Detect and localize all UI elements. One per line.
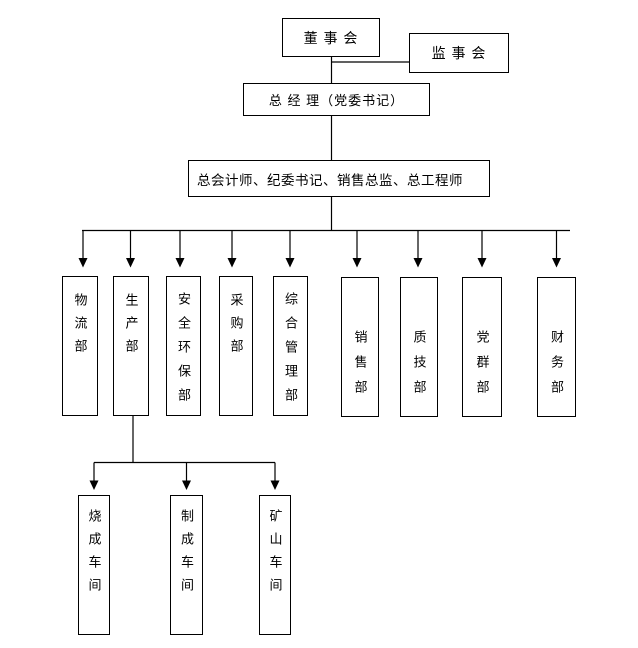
dept-label: 财务部	[549, 330, 564, 405]
dept-label: 生产部	[123, 293, 139, 362]
arrow-head	[477, 258, 487, 268]
arrow-head	[227, 258, 237, 268]
workshop-sintering: 烧成车间	[78, 495, 110, 635]
arrow-head	[182, 480, 191, 490]
workshop-label: 烧成车间	[86, 509, 102, 601]
workshop-label: 矿山车间	[267, 509, 283, 601]
node-supervisory-board: 监 事 会	[409, 33, 509, 73]
workshop-finishing: 制成车间	[170, 495, 203, 635]
dept-finance: 财务部	[537, 277, 576, 417]
dept-logistics: 物流部	[62, 276, 98, 416]
arrow-head	[126, 258, 135, 268]
arrow-head	[552, 258, 561, 268]
dept-label: 党群部	[474, 330, 490, 405]
node-staff-executives: 总会计师、纪委书记、销售总监、总工程师	[188, 160, 490, 197]
dept-general-management: 综合管理部	[273, 276, 308, 416]
arrow-head	[352, 258, 362, 268]
node-board-of-directors: 董 事 会	[282, 18, 380, 57]
arrow-head	[175, 258, 185, 268]
dept-production: 生产部	[113, 276, 149, 416]
dept-safety-environment: 安全环保部	[166, 276, 201, 416]
dept-label: 质技部	[411, 330, 427, 405]
dept-label: 综合管理部	[283, 292, 298, 412]
arrow-head	[285, 258, 295, 268]
node-general-manager: 总 经 理（党委书记）	[243, 83, 430, 116]
dept-label: 物流部	[72, 293, 88, 362]
arrow-head	[413, 258, 423, 268]
dept-label: 销售部	[352, 330, 368, 405]
arrow-head	[78, 258, 88, 268]
dept-quality-technology: 质技部	[400, 277, 438, 417]
dept-label: 采购部	[228, 293, 244, 362]
dept-sales: 销售部	[341, 277, 379, 417]
dept-purchasing: 采购部	[219, 276, 253, 416]
stray-period-mark: .	[372, 578, 376, 581]
workshop-mining: 矿山车间	[259, 495, 291, 635]
workshop-label: 制成车间	[179, 509, 194, 601]
dept-label: 安全环保部	[176, 292, 191, 412]
arrow-head	[89, 480, 99, 490]
arrow-head	[270, 480, 280, 490]
dept-party-masses: 党群部	[462, 277, 502, 417]
